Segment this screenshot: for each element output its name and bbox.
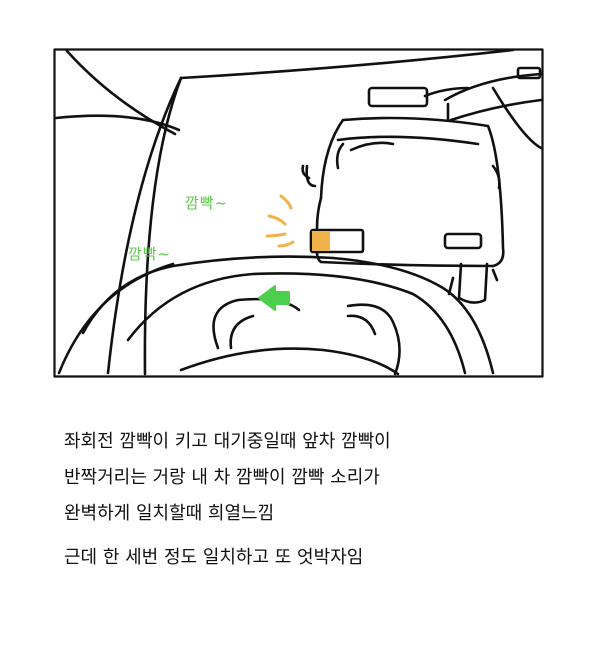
caption-line-last: 근데 한 세번 정도 일치하고 또 엇박자임: [64, 547, 364, 568]
windshield-frame: [54, 48, 543, 376]
caption-line: 반짝거리는 거랑 내 차 깜빡이 깜빡 소리가: [64, 467, 380, 488]
steering-wheel: [57, 255, 495, 376]
truck-blinker: [312, 231, 330, 251]
caption: 좌회전 깜빡이 키고 대기중일때 앞차 깜빡이 반짝거리는 거랑 내 차 깜빡이…: [64, 424, 564, 576]
comic-panel: [53, 48, 544, 378]
road-signs: [367, 66, 543, 122]
panel-border: [53, 48, 544, 378]
turn-signal-indicator-icon: [258, 285, 290, 311]
blink-sound-effect: 깜빡~: [185, 194, 229, 212]
caption-line: 완벽하게 일치할때 희열느낌: [64, 503, 275, 524]
blink-sound-effect: 깜빡~: [128, 245, 172, 263]
blink-rays: [265, 194, 295, 248]
caption-line: 좌회전 깜빡이 키고 대기중일때 앞차 깜빡이: [64, 431, 391, 452]
